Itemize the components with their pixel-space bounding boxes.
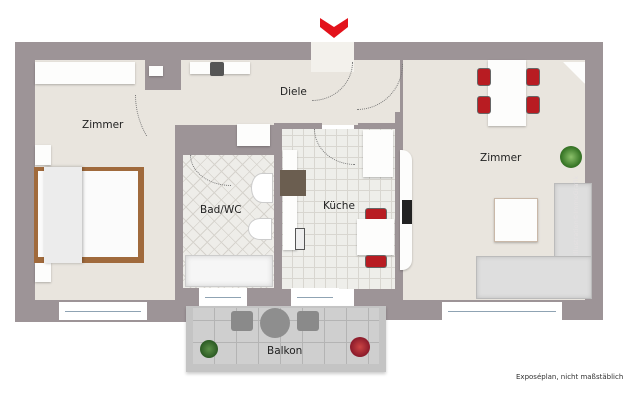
wardrobe [35,62,135,84]
credit-text: Illustration©ImmoGrafik [572,175,580,255]
bath-cabinet [237,124,270,146]
wall-kueche-top [282,123,322,129]
chimney-box [149,66,163,76]
tv [402,200,412,224]
wall-kueche-top-right [358,123,398,129]
washbasin [251,173,273,203]
kitchen-table [357,219,394,255]
bed [34,167,144,263]
diele-cabinet [210,62,224,76]
window-zimmer-right [442,302,562,320]
plant-icon [200,340,218,358]
room-label-bad: Bad/WC [200,204,242,216]
room-label-balkon: Balkon [267,345,303,357]
dining-chair [526,96,540,114]
sink [295,228,305,250]
window-zimmer-left [59,302,147,320]
dining-table [488,60,526,126]
fridge [363,130,393,177]
wall-zimmer-diele [175,135,183,290]
room-label-kueche: Küche [323,200,355,212]
window-bad [199,288,247,306]
entrance-arrow-icon [320,18,348,38]
coffee-table [494,198,538,242]
wall-bad-top [183,148,275,155]
dining-chair [477,96,491,114]
wall-bad-kueche [274,123,282,293]
balcony-table [260,308,290,338]
kitchen-chair [365,255,387,268]
nightstand-bottom [35,262,51,282]
balcony-chair [231,311,253,331]
plant-icon [560,146,582,168]
dining-chair [526,68,540,86]
toilet [248,218,272,240]
bathtub [185,255,273,287]
window-kueche [291,288,339,306]
flower-plant-icon [350,337,370,357]
room-label-zimmer-right: Zimmer [480,152,522,164]
sofa-bottom-segment [476,256,592,299]
caption: Exposéplan, nicht maßstäblich [516,373,624,381]
dining-chair [477,68,491,86]
nightstand-top [35,145,51,165]
stove [280,170,306,196]
room-label-zimmer-left: Zimmer [82,119,124,131]
room-label-diele: Diele [280,86,307,98]
balcony-chair [297,311,319,331]
wall-kueche-zimmer [395,112,403,292]
